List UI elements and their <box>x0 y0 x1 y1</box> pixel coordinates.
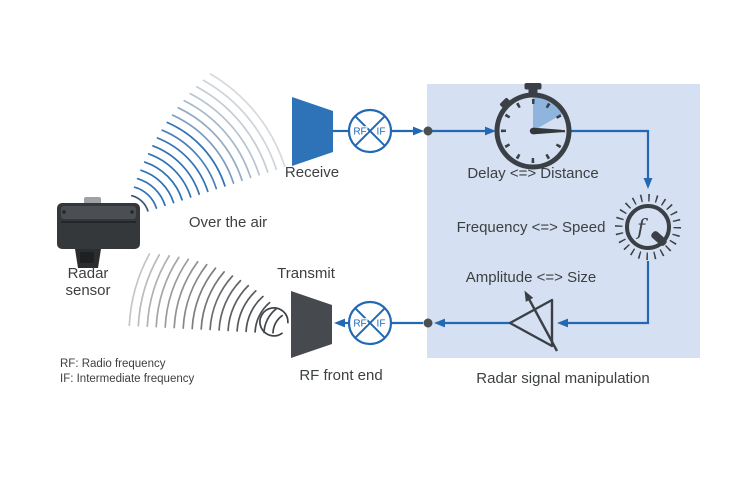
receive-waves-icon <box>128 73 286 215</box>
junction-dot-receive <box>423 126 433 136</box>
receive-mixer-rf-label: RF <box>353 127 366 138</box>
dial-knob <box>651 231 667 246</box>
dial-f-label: f <box>635 216 648 240</box>
junction-dot-transmit <box>423 318 433 328</box>
transmit-mixer-rf-label: RF <box>353 319 366 330</box>
transmit-label: Transmit <box>277 265 335 282</box>
frequency-dial-icon: f <box>615 194 681 260</box>
transmit-mixer-if-label: IF <box>377 319 386 330</box>
receive-antenna-icon <box>292 97 349 166</box>
stopwatch-hand <box>533 127 565 135</box>
signal-path <box>334 126 653 328</box>
legend-rf: RF: Radio frequency <box>60 358 166 370</box>
transmit-antenna-icon <box>291 291 332 358</box>
receive-label: Receive <box>284 164 340 181</box>
delay-distance-label: Delay <=> Distance <box>467 165 599 182</box>
radar-sensor-label: Radar sensor <box>65 265 111 299</box>
amplifier-icon <box>508 290 559 352</box>
receive-mixer-icon: RF IF <box>347 108 393 154</box>
arrowhead-into-antenna <box>334 318 345 328</box>
arrowhead-into-dial <box>643 178 653 189</box>
dial-ticks <box>615 194 681 260</box>
rf-front-end-label: RF front end <box>299 367 383 384</box>
legend-if: IF: Intermediate frequency <box>60 373 195 385</box>
arrowhead-into-amplifier <box>557 318 568 328</box>
radar-signal-manipulation-label: Radar signal manipulation <box>476 370 650 387</box>
transmit-waves-icon <box>128 253 289 337</box>
receive-mixer-if-label: IF <box>377 127 386 138</box>
arrowhead-out-of-box <box>434 318 445 328</box>
amplitude-size-label: Amplitude <=> Size <box>465 269 597 286</box>
stopwatch-icon <box>494 83 572 170</box>
frequency-speed-label: Frequency <=> Speed <box>456 219 606 236</box>
transmit-mixer-icon: RF IF <box>347 300 393 346</box>
over-the-air-label: Over the air <box>188 214 268 231</box>
arrowhead-into-box <box>413 126 424 136</box>
radar-sensor-device <box>57 197 140 268</box>
arrowhead-into-stopwatch <box>485 126 496 136</box>
